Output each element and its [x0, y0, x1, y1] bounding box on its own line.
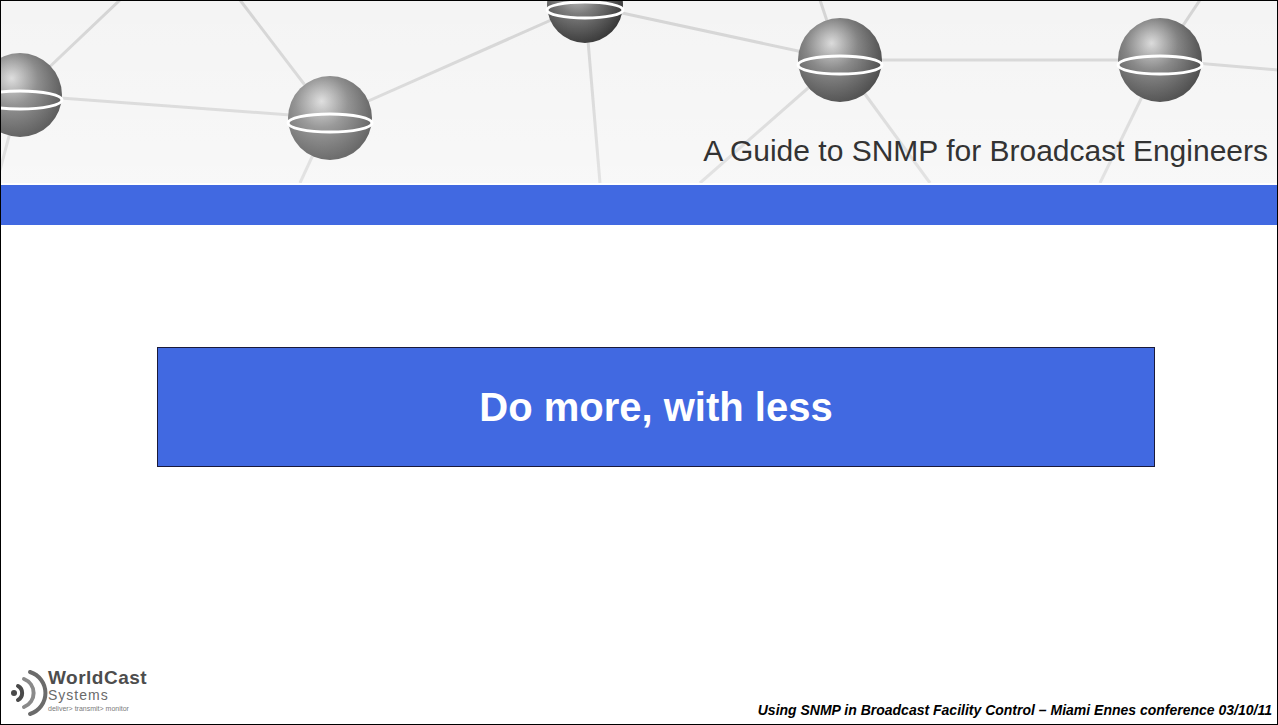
message-box: Do more, with less — [157, 347, 1155, 467]
logo-text: Systems — [48, 688, 109, 702]
logo-text: WorldCast — [48, 668, 147, 687]
box-text: Do more, with less — [479, 385, 832, 430]
logo-swirl — [11, 672, 45, 714]
header-bar — [0, 185, 1278, 225]
footer-caption: Using SNMP in Broadcast Facility Control… — [758, 702, 1272, 718]
network-banner — [0, 0, 1278, 183]
logo-text: deliver> transmit> monitor — [48, 705, 129, 712]
slide-title: A Guide to SNMP for Broadcast Engineers — [703, 134, 1268, 168]
